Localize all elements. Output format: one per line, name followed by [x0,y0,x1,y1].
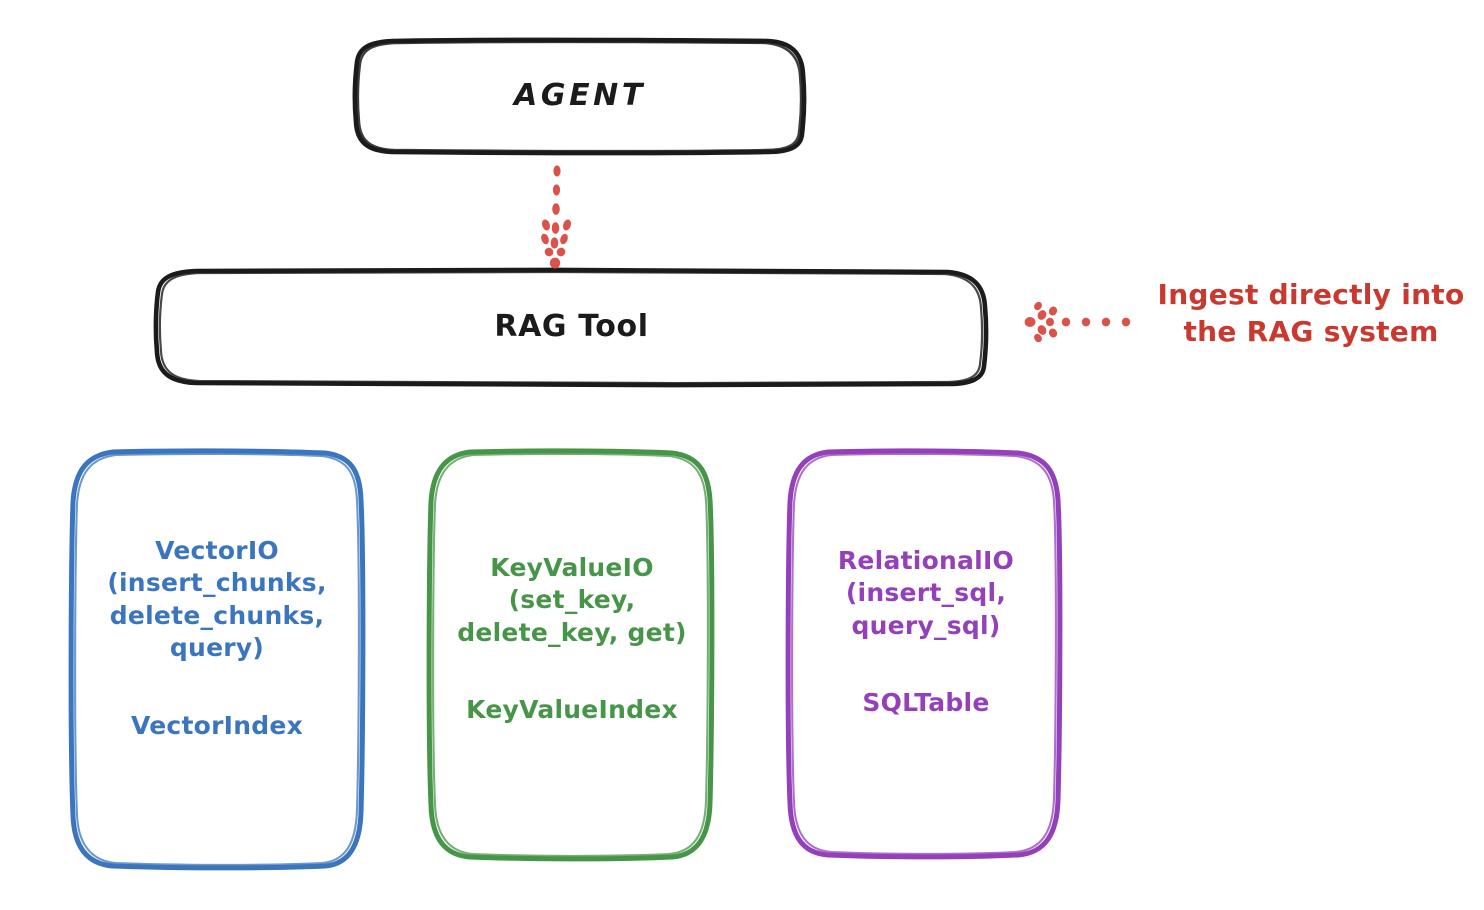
agent-to-rag-connector [541,165,572,269]
vector-io-api-label: VectorIO (insert_chunks, delete_chunks, … [107,535,327,663]
vector-io-box-outline [68,448,366,871]
key-value-io-api-label: KeyValueIO (set_key, delete_key, get) [457,552,687,647]
vector-io-node[interactable]: VectorIO (insert_chunks, delete_chunks, … [72,450,362,868]
vector-index-label: VectorIndex [130,710,304,740]
rag-tool-label: RAG Tool [494,308,649,344]
relational-io-node[interactable]: RelationalIO (insert_sql, query_sql) SQL… [790,450,1062,856]
relational-io-api-label: RelationalIO (insert_sql, query_sql) [837,545,1015,640]
rag-tool-box-outline [153,267,989,388]
agent-node[interactable]: AGENT [356,40,804,153]
ingest-annotation-label: Ingest directly into the RAG system [1157,278,1465,348]
note-to-rag-connector [1024,301,1131,343]
relational-io-box-outline [785,448,1063,860]
rag-tool-node[interactable]: RAG Tool [157,270,986,384]
key-value-io-box-outline [426,448,715,862]
agent-label: AGENT [514,78,646,114]
sql-table-label: SQLTable [862,688,990,718]
agent-box-outline [352,37,807,156]
key-value-io-node[interactable]: KeyValueIO (set_key, delete_key, get) Ke… [430,450,714,858]
key-value-index-label: KeyValueIndex [466,695,678,725]
